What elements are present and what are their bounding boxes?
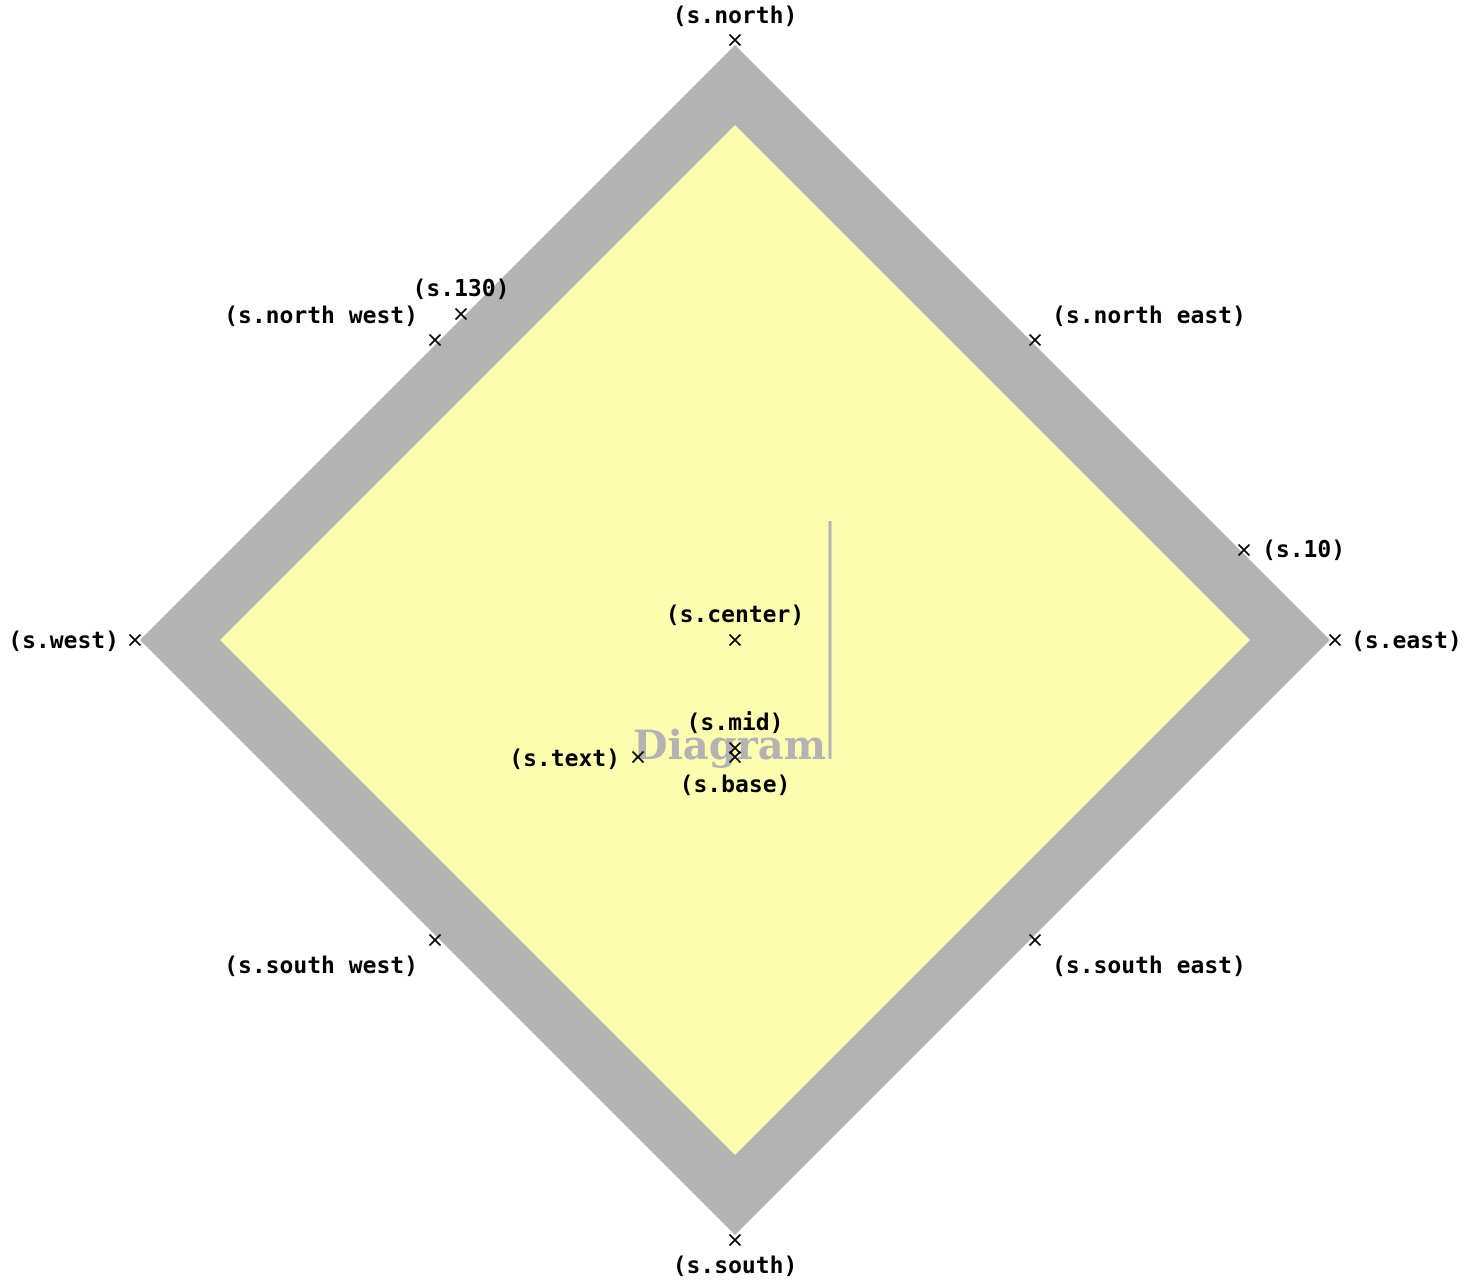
marker-north-west xyxy=(428,333,442,347)
label-north: (s.north) xyxy=(673,3,798,29)
label-center: (s.center) xyxy=(666,602,804,628)
label-angle-10: (s.10) xyxy=(1262,537,1345,563)
marker-west xyxy=(128,633,142,647)
label-angle-130: (s.130) xyxy=(413,276,510,302)
label-base: (s.base) xyxy=(680,772,791,798)
label-mid: (s.mid) xyxy=(687,710,784,736)
marker-east xyxy=(1328,633,1342,647)
label-text: (s.text) xyxy=(509,746,620,772)
marker-center xyxy=(728,633,742,647)
marker-text xyxy=(631,750,645,764)
marker-south-east xyxy=(1028,933,1042,947)
anchor-markers xyxy=(128,33,1342,1247)
label-south: (s.south) xyxy=(673,1253,798,1279)
label-north-east: (s.north east) xyxy=(1052,303,1246,329)
label-south-west: (s.south west) xyxy=(224,953,418,979)
marker-south xyxy=(728,1233,742,1247)
label-north-west: (s.north west) xyxy=(224,303,418,329)
marker-angle-10 xyxy=(1237,543,1251,557)
marker-north-east xyxy=(1028,333,1042,347)
shape-text: Diagram xyxy=(633,722,826,769)
label-west: (s.west) xyxy=(8,628,119,654)
marker-mid xyxy=(728,741,742,755)
marker-base xyxy=(728,750,742,764)
label-east: (s.east) xyxy=(1351,628,1462,654)
marker-angle-130 xyxy=(454,307,468,321)
label-south-east: (s.south east) xyxy=(1052,953,1246,979)
marker-north xyxy=(728,33,742,47)
marker-south-west xyxy=(428,933,442,947)
